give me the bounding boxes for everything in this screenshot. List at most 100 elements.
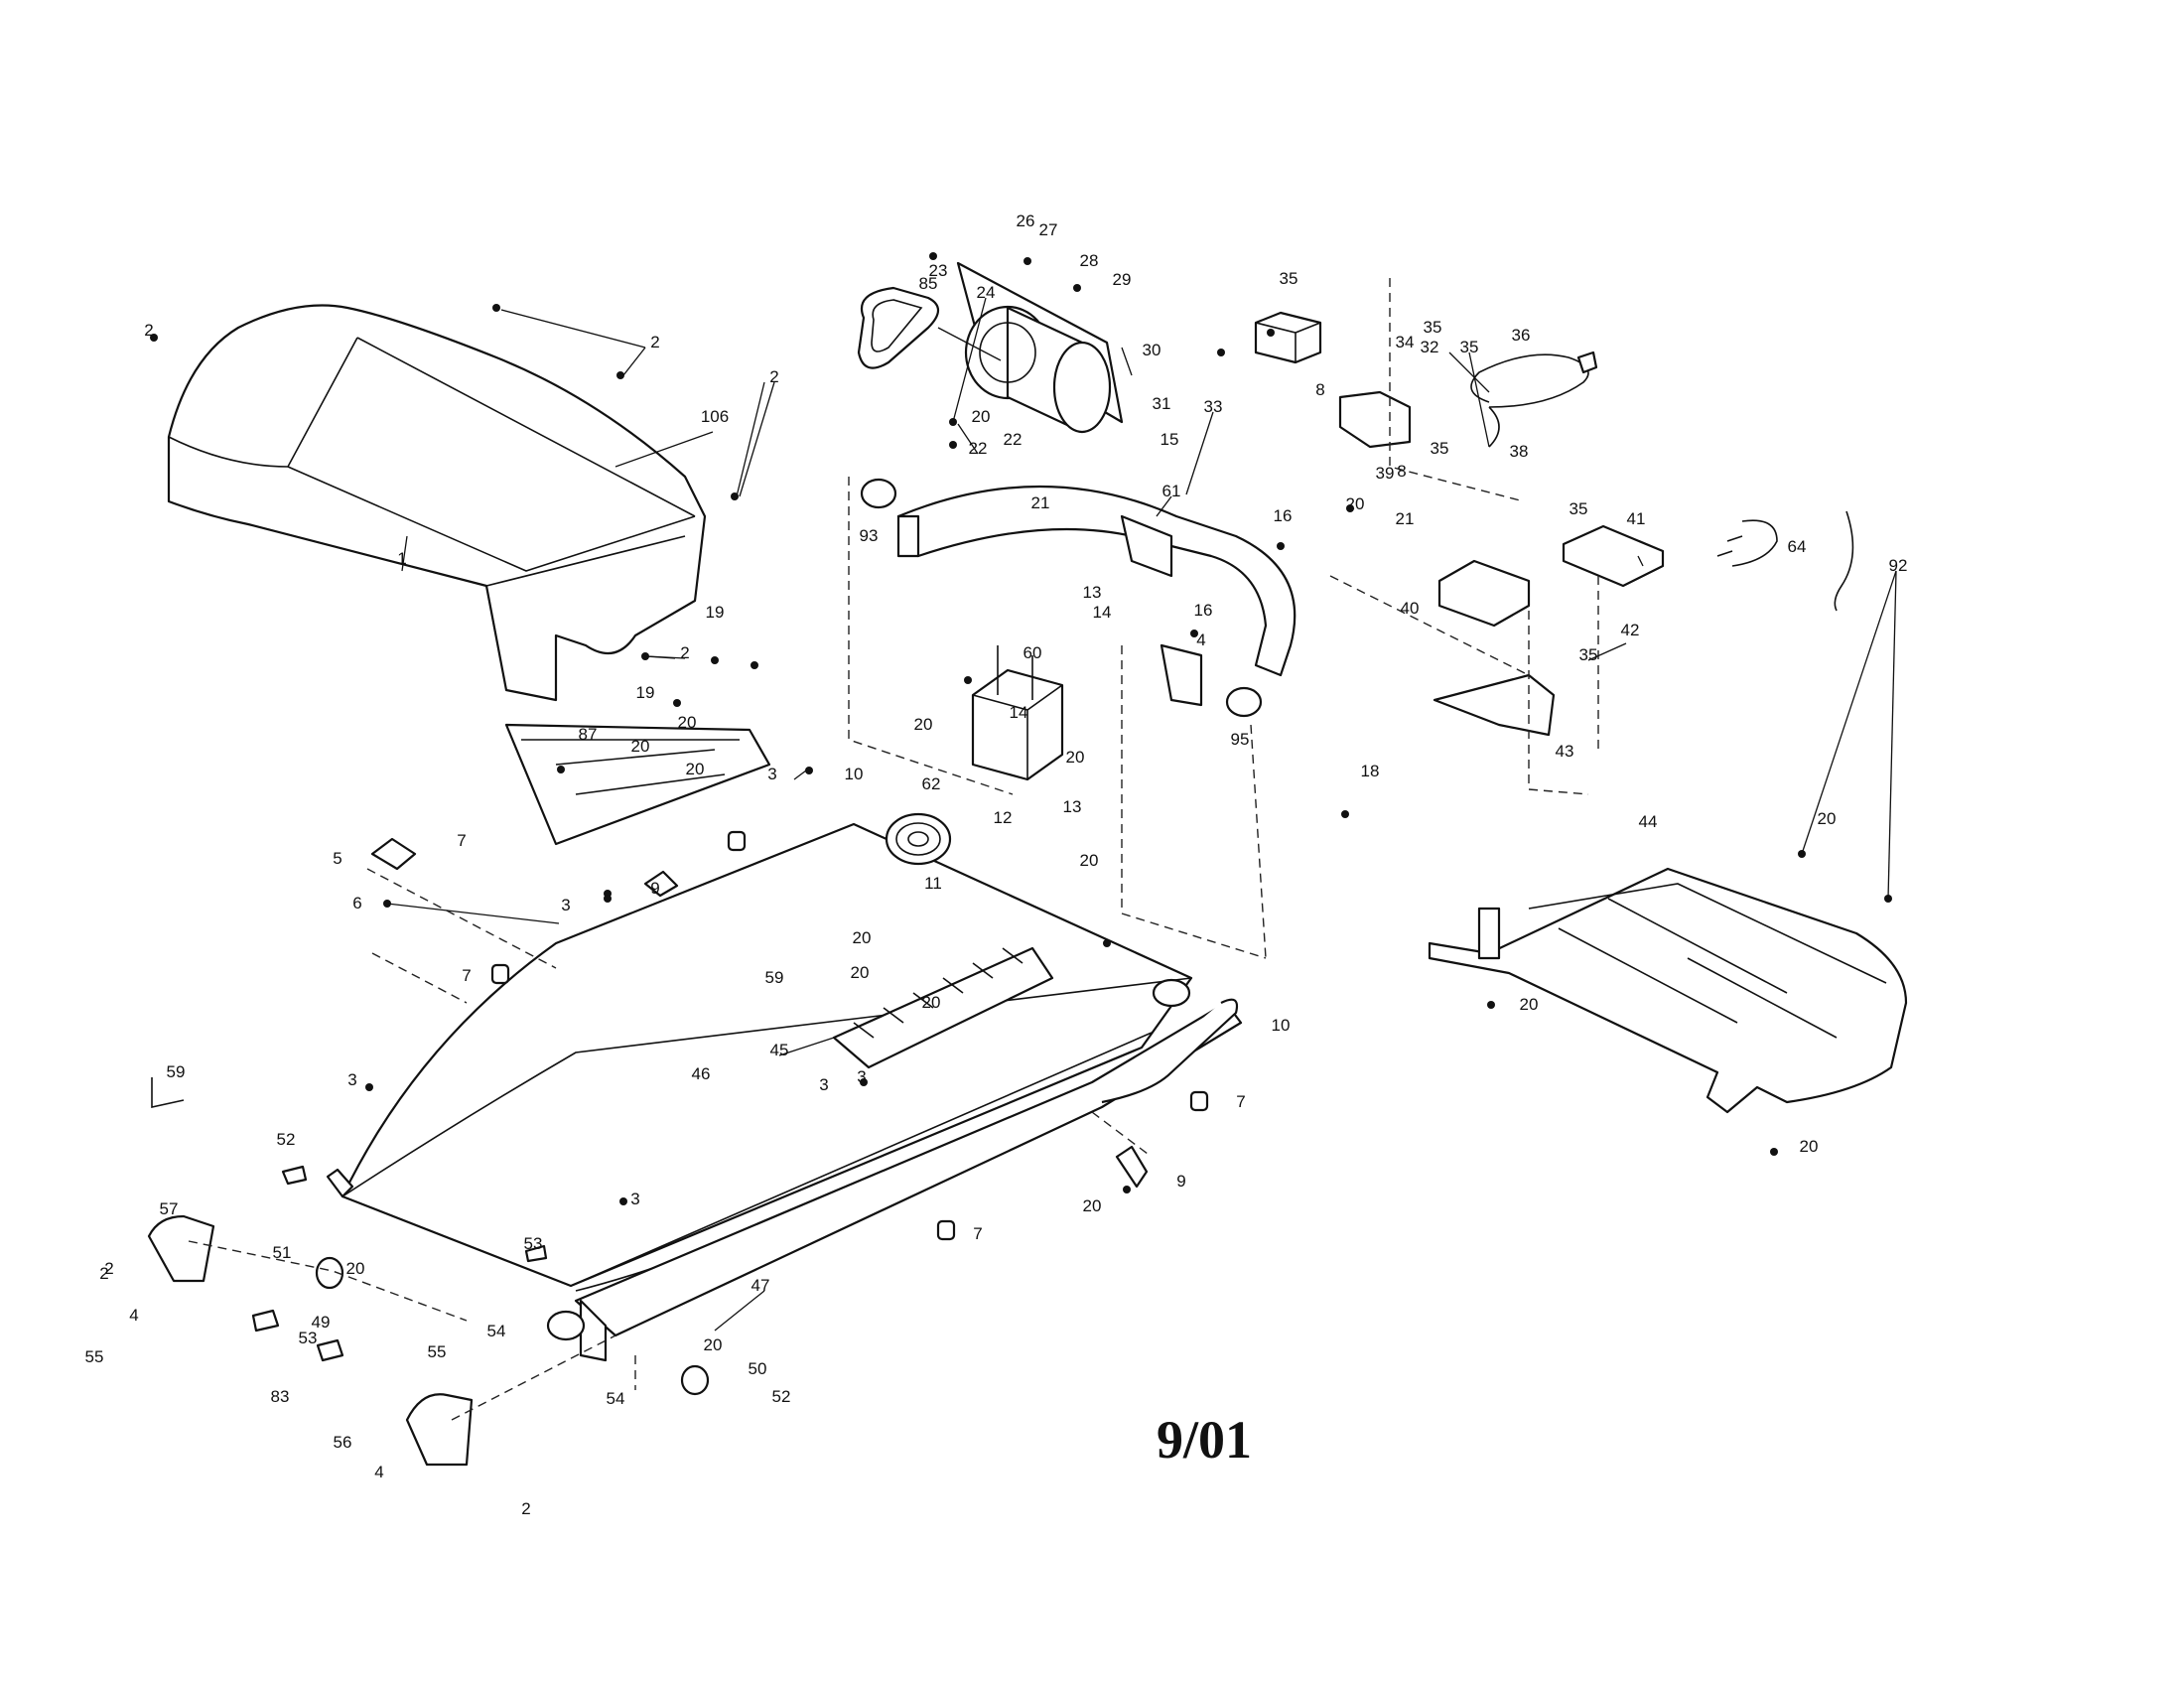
part-callout-49: 49 [312,1313,331,1332]
part-callout-3: 3 [347,1070,356,1089]
part-callout-23: 23 [929,261,948,280]
part-callout-10: 10 [1272,1016,1291,1035]
part-callout-39: 39 [1376,464,1395,483]
part-callout-20: 20 [1346,494,1365,513]
part-callout-7: 7 [457,831,466,850]
part-callout-20: 20 [853,928,872,947]
part-callout-2: 2 [769,367,778,386]
part-callout-20: 20 [678,713,697,732]
part-callout-56: 56 [334,1433,352,1452]
part-callout-38: 38 [1510,442,1529,461]
callout-leader-line [778,1037,835,1056]
rear-roller [546,978,1191,1341]
fasteners [150,252,1892,1205]
part-callout-87: 87 [579,725,598,744]
part-callout-20: 20 [922,993,941,1012]
part-callout-33: 33 [1204,397,1223,416]
callout-leader-line [739,381,775,497]
callout-leader-line [1121,347,1133,376]
assembly-guides [188,278,1599,1421]
part-callout-13: 13 [1083,583,1102,602]
part-callout-41: 41 [1627,509,1646,528]
part-callout-52: 52 [772,1387,791,1406]
callout-leader-line [500,309,646,349]
end-cap-60 [147,1214,215,1283]
allen-wrench-61 [151,1077,185,1108]
part-callout-11: 11 [924,874,942,893]
part-callout-40: 40 [1401,599,1420,618]
part-callout-2: 2 [144,321,153,340]
callout-leader-line [401,535,408,572]
part-callout-19: 19 [706,603,725,622]
part-callout-53: 53 [524,1234,543,1253]
part-callout-46: 46 [692,1064,711,1083]
part-callout-6: 6 [352,894,361,912]
cushion-bracket-49 [832,946,1054,1069]
part-callout-44: 44 [1639,812,1658,831]
part-callout-35: 35 [1460,338,1479,356]
callout-leader-line [714,1290,765,1332]
shield-46 [1433,673,1556,737]
power-cord-40 [1470,351,1598,448]
part-callout-3: 3 [819,1075,828,1094]
part-callout-21: 21 [1031,493,1050,512]
part-callout-8: 8 [1315,380,1324,399]
callout-leader-line [1468,351,1490,448]
part-callout-15: 15 [1160,430,1179,449]
callout-leader-line [793,770,807,780]
part-callout-5: 5 [333,849,341,868]
callout-leader-line [952,297,987,423]
board-mount-43 [1437,559,1531,628]
part-callout-3: 3 [561,896,570,914]
part-callout-64: 64 [1788,537,1807,556]
callout-leader-line [1637,555,1644,567]
part-callout-20: 20 [1080,851,1099,870]
revision-stamp: 9/01 [1157,1410,1252,1470]
part-callout-2: 2 [104,1259,113,1278]
part-callout-29: 29 [1113,270,1132,289]
part-callout-8: 8 [1397,462,1406,481]
switch-bracket-42 [1338,390,1412,449]
callout-leader-line [646,655,686,659]
part-callout-9: 9 [1176,1172,1185,1191]
callout-leader-line [937,327,1002,361]
part-callout-106: 106 [701,407,729,426]
part-callout-20: 20 [851,963,870,982]
part-callout-20: 20 [346,1259,365,1278]
part-callout-20: 20 [972,407,991,426]
part-callout-45: 45 [770,1041,789,1059]
callout-leader-line [1448,351,1490,393]
part-callout-4: 4 [129,1306,138,1325]
part-callout-54: 54 [607,1389,625,1408]
part-callout-61: 61 [1162,482,1181,500]
part-callout-36: 36 [1512,326,1531,345]
part-callout-2: 2 [521,1499,530,1518]
part-callout-22: 22 [969,439,988,458]
part-callout-2: 2 [99,1264,108,1283]
part-callout-7: 7 [1236,1092,1245,1111]
part-callout-4: 4 [374,1463,383,1481]
callout-leader-line [1185,411,1214,495]
part-callout-51: 51 [273,1243,292,1262]
part-callout-20: 20 [1520,995,1539,1014]
leveling-pads-7 [490,830,1209,1241]
part-callout-35: 35 [1424,318,1442,337]
part-callout-57: 57 [160,1199,179,1218]
motor-hood [167,304,707,702]
part-callout-12: 12 [994,808,1013,827]
front-roller-11 [885,812,952,866]
part-callout-22: 22 [1004,430,1023,449]
frame-rails [574,998,1243,1362]
part-callout-21: 21 [1396,509,1415,528]
part-callout-43: 43 [1556,742,1574,761]
part-callout-42: 42 [1621,621,1640,639]
part-callout-47: 47 [751,1276,770,1295]
idler-wheel-105 [860,478,1263,718]
part-callout-62: 62 [922,774,941,793]
part-callout-59: 59 [765,968,784,987]
part-callout-93: 93 [860,526,879,545]
part-callout-20: 20 [1800,1137,1819,1156]
part-callout-95: 95 [1231,730,1250,749]
